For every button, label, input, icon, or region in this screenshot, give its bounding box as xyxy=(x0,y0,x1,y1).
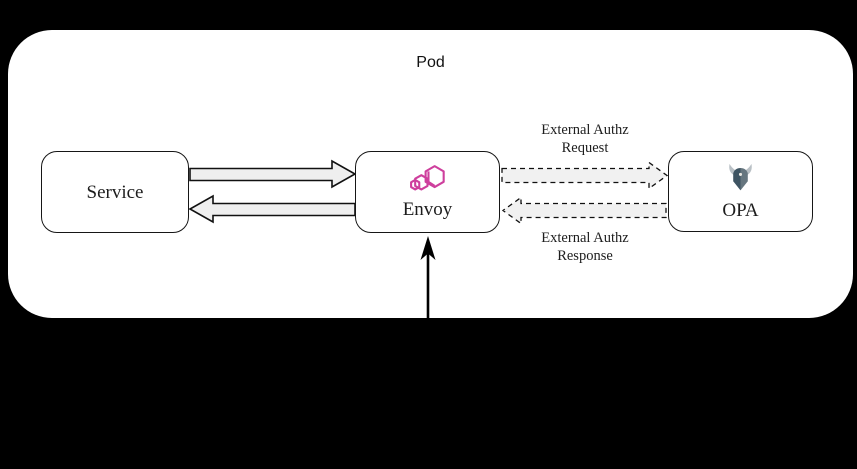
opa-logo-icon xyxy=(724,163,757,199)
external-authz-response-line1: External Authz xyxy=(541,230,629,246)
envoy-to-opa-dashed-arrow xyxy=(501,161,669,190)
node-envoy: Envoy xyxy=(355,151,500,233)
service-to-envoy-arrow xyxy=(189,159,357,189)
external-authz-response-line2: Response xyxy=(557,247,613,264)
node-service: Service xyxy=(41,151,189,233)
envoy-to-service-arrow xyxy=(188,194,356,224)
node-opa: OPA xyxy=(668,151,813,232)
external-authz-request-label: External Authz Request xyxy=(500,122,670,157)
opa-label: OPA xyxy=(722,199,759,221)
external-authz-request-line2: Request xyxy=(561,139,609,156)
opa-to-envoy-dashed-arrow xyxy=(501,196,667,225)
external-authz-request-line1: External Authz xyxy=(541,122,629,138)
service-label: Service xyxy=(86,181,144,203)
incoming-request-arrow-head xyxy=(420,236,436,260)
envoy-logo-icon xyxy=(409,164,447,198)
external-authz-response-label: External Authz Response xyxy=(500,230,670,265)
pod-label: Pod xyxy=(416,54,445,71)
envoy-label: Envoy xyxy=(402,199,453,220)
